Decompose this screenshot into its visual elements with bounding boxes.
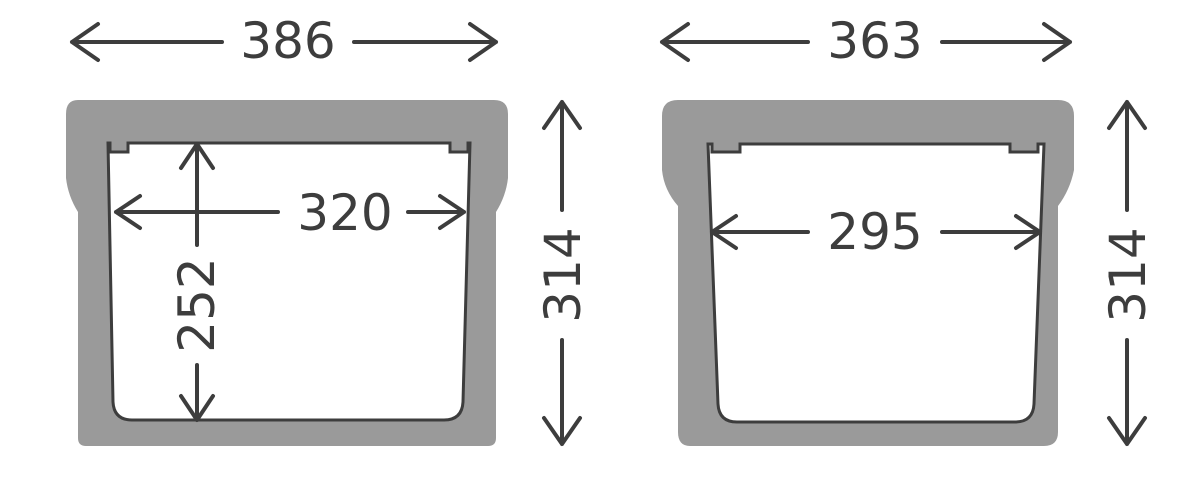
left-inner-height-arrow-top	[179, 142, 215, 247]
right-inner-width-arrow-right	[940, 214, 1042, 250]
right-inner-width-dimension: 295	[710, 203, 1042, 261]
left-inner-height-arrow-bottom	[179, 363, 215, 422]
right-outer-width-arrow-right	[940, 22, 1072, 62]
right-outer-height-label: 314	[1099, 227, 1157, 322]
left-outer-width-label: 386	[240, 12, 335, 70]
right-outer-height-arrow-top	[1107, 100, 1147, 212]
left-outer-height-arrow-top	[542, 100, 582, 212]
left-box-cavity	[106, 141, 472, 422]
right-outer-height-dimension: 314	[1099, 100, 1157, 446]
right-outer-width-dimension: 363	[660, 12, 1072, 70]
right-outer-width-arrow-left	[660, 22, 810, 62]
left-inner-width-arrow-right	[406, 194, 466, 230]
right-outer-width-label: 363	[827, 12, 922, 70]
left-outer-height-arrow-bottom	[542, 338, 582, 446]
left-outer-width-arrow-right	[352, 22, 498, 62]
left-outer-width-dimension: 386	[70, 12, 498, 70]
left-outer-height-dimension: 314	[534, 100, 592, 446]
right-box-cavity	[706, 142, 1046, 424]
left-inner-width-label: 320	[297, 184, 392, 242]
right-inner-width-label: 295	[827, 203, 922, 261]
left-inner-height-label: 252	[168, 257, 226, 352]
right-inner-width-arrow-left	[710, 214, 810, 250]
right-outer-height-arrow-bottom	[1107, 338, 1147, 446]
left-inner-height-dimension: 252	[168, 142, 226, 422]
left-box: 386 320 252 314	[66, 12, 592, 446]
left-outer-height-label: 314	[534, 227, 592, 322]
right-box: 363 295 314	[660, 12, 1157, 446]
left-outer-width-arrow-left	[70, 22, 224, 62]
